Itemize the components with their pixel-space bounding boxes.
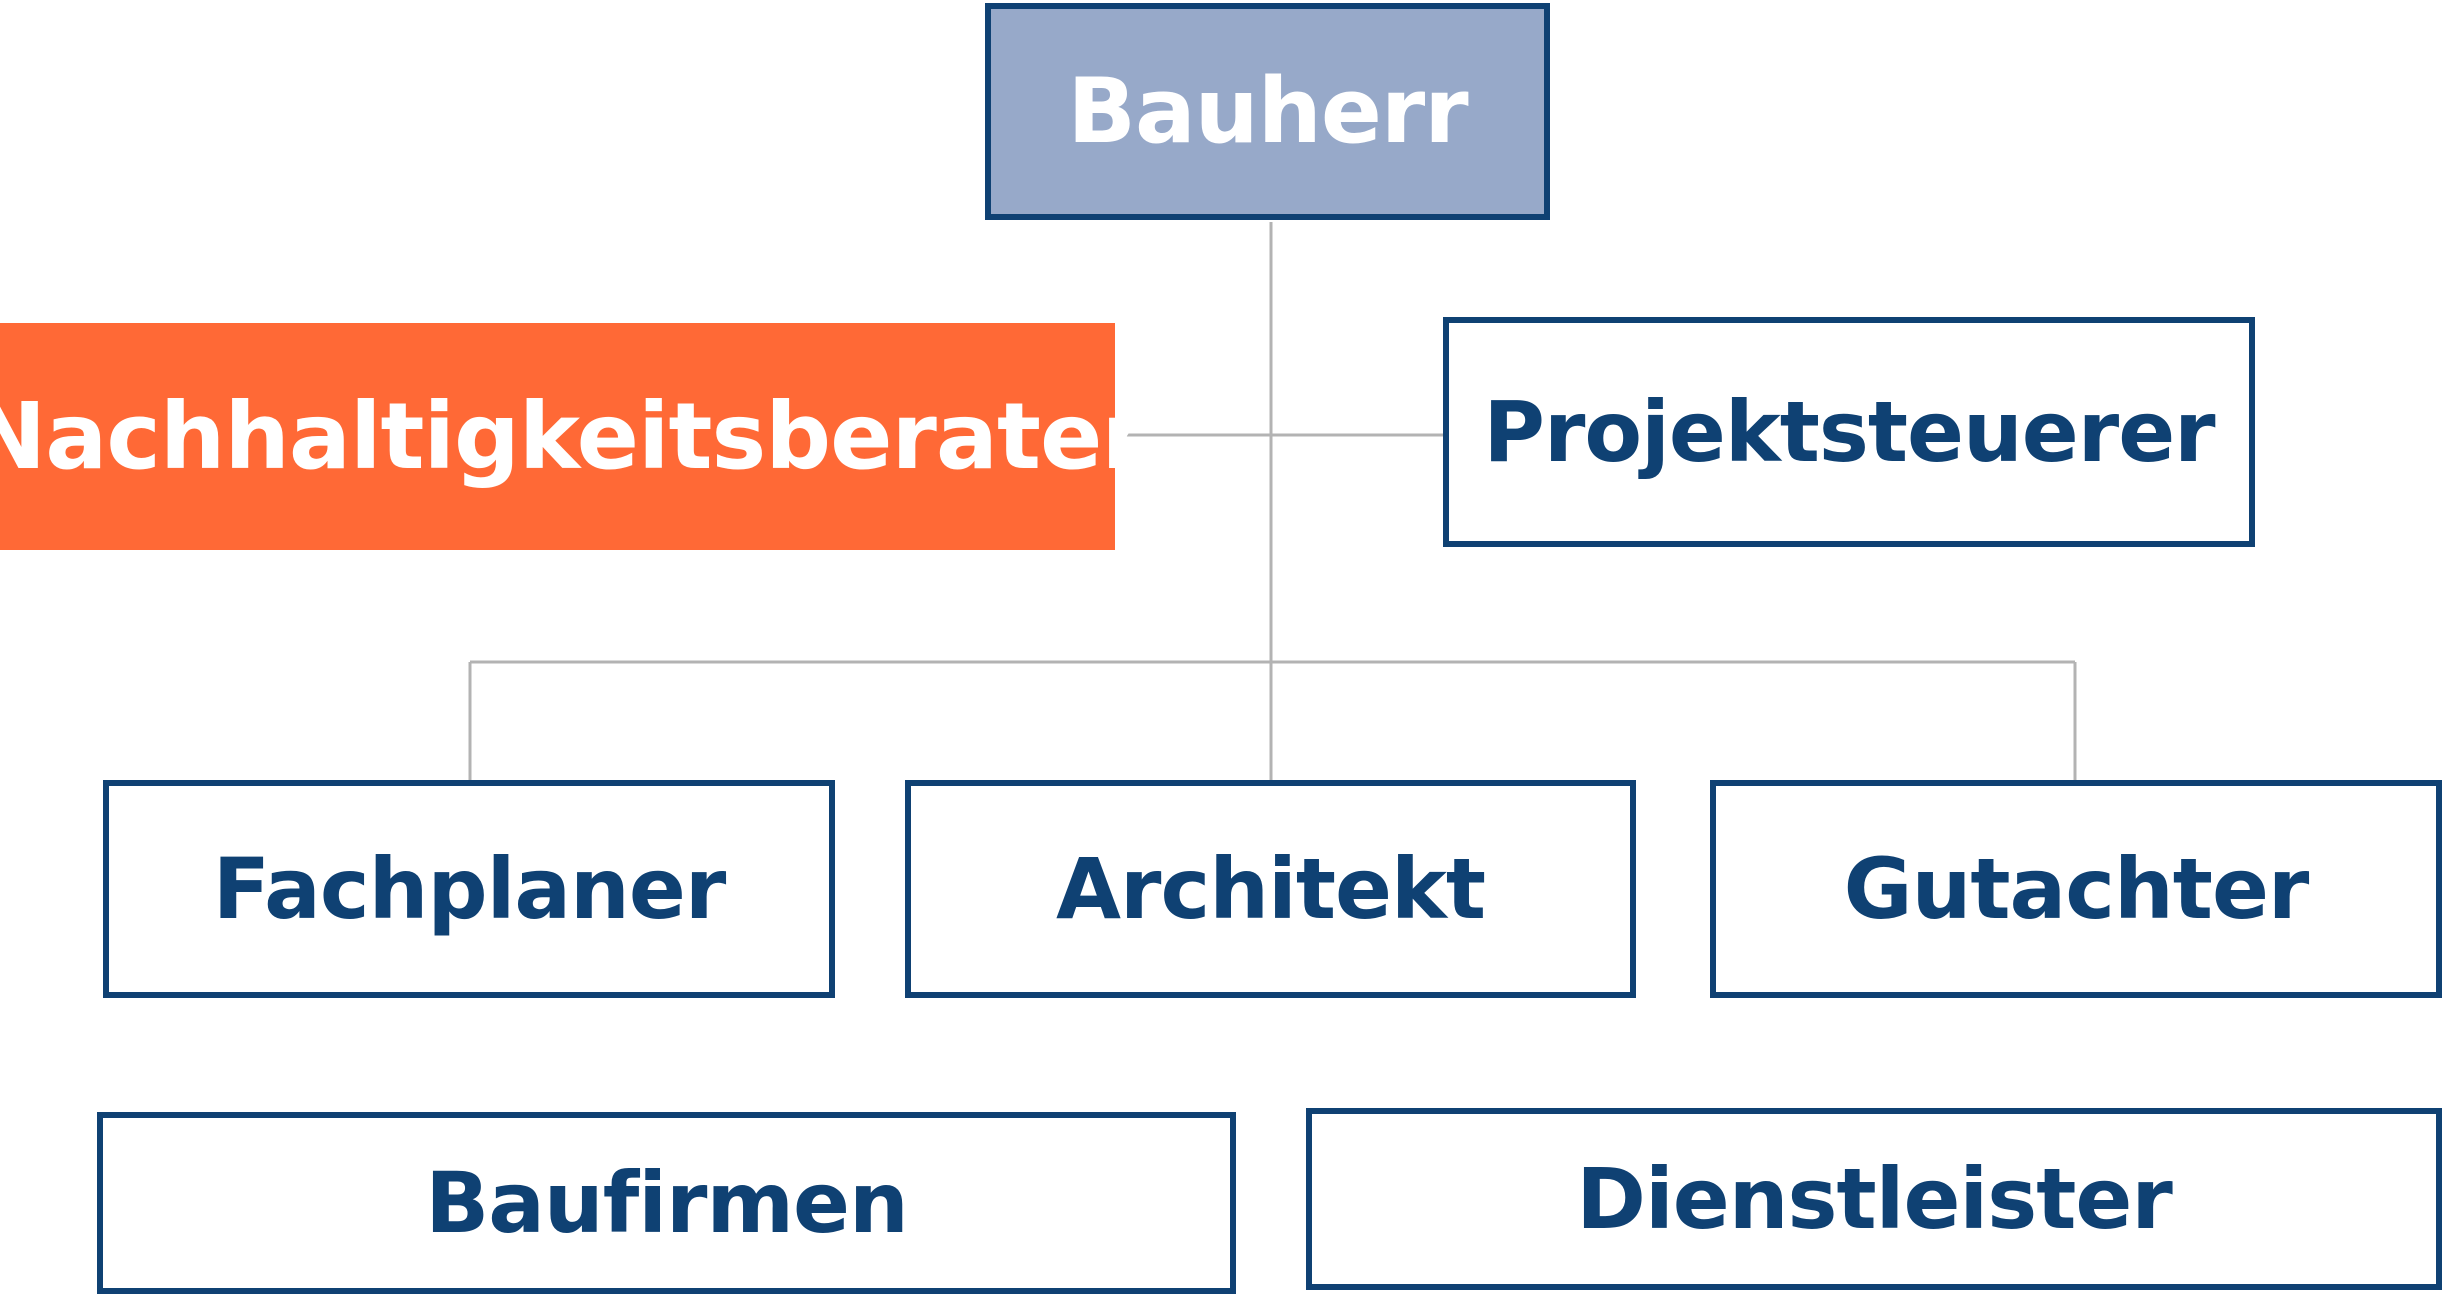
node-dienstleister: Dienstleister	[1306, 1108, 2442, 1290]
node-projektsteuerer-label: Projektsteuerer	[1483, 383, 2215, 481]
node-fachplaner-label: Fachplaner	[212, 840, 727, 938]
node-bauherr: Bauherr	[985, 3, 1550, 220]
node-nachhaltigkeitsberater: Nachhaltigkeitsberater	[0, 323, 1147, 550]
node-gutachter: Gutachter	[1710, 780, 2442, 998]
node-architekt: Architekt	[905, 780, 1636, 998]
node-baufirmen: Baufirmen	[97, 1112, 1236, 1294]
node-baufirmen-label: Baufirmen	[425, 1154, 909, 1252]
node-bauherr-label: Bauherr	[1067, 59, 1468, 164]
node-gutachter-label: Gutachter	[1843, 840, 2310, 938]
node-fachplaner: Fachplaner	[103, 780, 835, 998]
node-dienstleister-label: Dienstleister	[1576, 1150, 2173, 1248]
node-projektsteuerer: Projektsteuerer	[1443, 317, 2255, 547]
node-nachhaltigkeitsberater-label: Nachhaltigkeitsberater	[0, 383, 1147, 490]
node-architekt-label: Architekt	[1056, 840, 1486, 938]
